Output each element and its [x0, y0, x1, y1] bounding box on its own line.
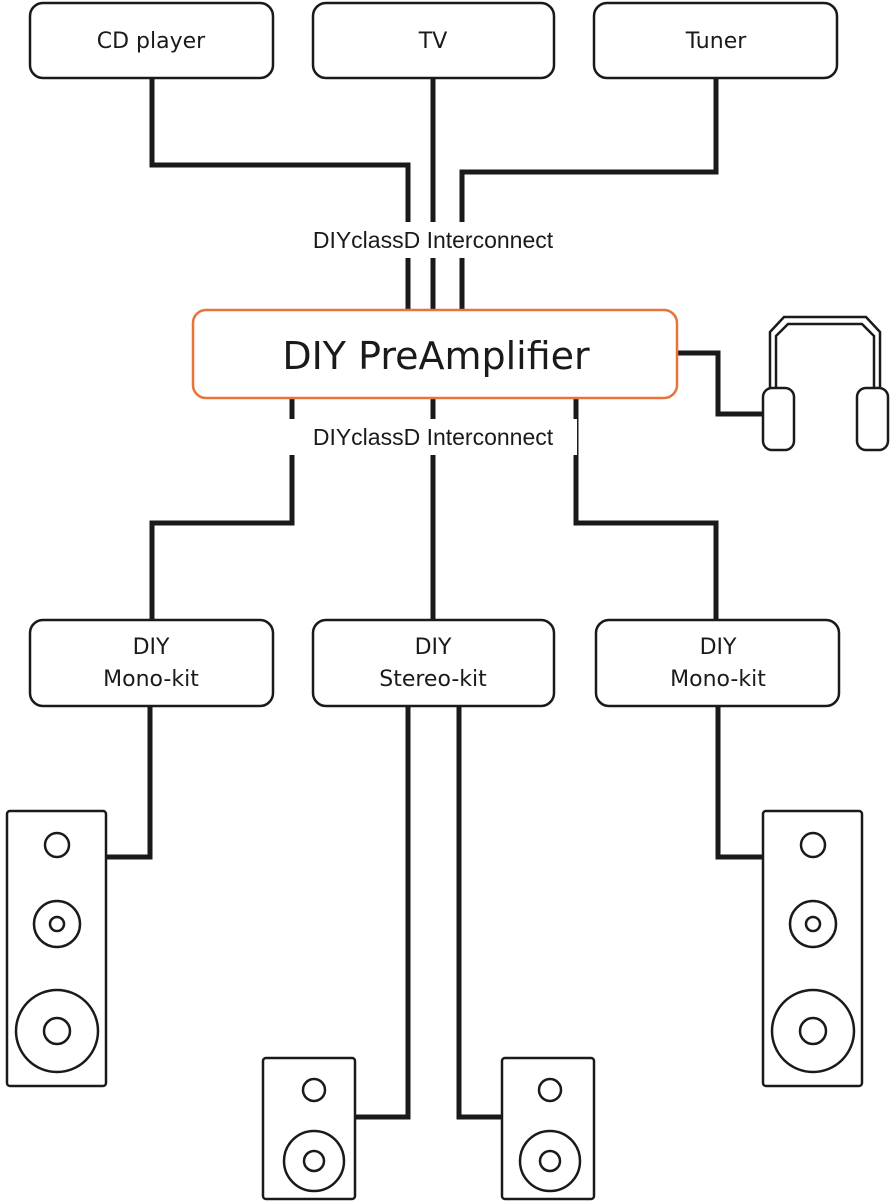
- amp-right-line1: DIY: [700, 635, 737, 660]
- speaker-icon: [261, 1056, 357, 1201]
- headphones-icon: [761, 315, 890, 452]
- preamp-label: DIY PreAmplifier: [282, 334, 590, 378]
- speaker-icon: [5, 809, 108, 1088]
- source-cd-player: CD player: [28, 1, 275, 80]
- wire-preamp-to-headphones: [677, 350, 768, 417]
- amp-center: DIY Stereo-kit: [311, 618, 556, 708]
- speaker-icon: [500, 1056, 596, 1201]
- interconnect-bottom-label: DIYclassD Interconnect: [313, 424, 554, 450]
- wire-left-amp-to-speaker: [107, 706, 153, 860]
- wire-cd-to-preamp: [149, 78, 411, 310]
- amp-center-line2: Stereo-kit: [379, 667, 487, 692]
- preamp-box: DIY PreAmplifier: [191, 308, 679, 400]
- source-tv: TV: [311, 1, 556, 80]
- tuner-label: Tuner: [685, 29, 748, 54]
- amp-right-line2: Mono-kit: [670, 667, 766, 692]
- amp-center-line1: DIY: [415, 635, 452, 660]
- tv-label: TV: [418, 29, 448, 54]
- amp-left: DIY Mono-kit: [28, 618, 275, 708]
- speaker-icon: [761, 809, 864, 1088]
- wire-center-amp-to-right-small-speaker: [456, 706, 502, 1120]
- wire-right-amp-to-speaker: [715, 706, 763, 860]
- amp-left-line2: Mono-kit: [103, 667, 199, 692]
- wire-tuner-to-preamp: [459, 78, 719, 310]
- source-tuner: Tuner: [592, 1, 839, 80]
- wire-center-amp-to-left-small-speaker: [355, 706, 411, 1120]
- cd-player-label: CD player: [97, 29, 206, 54]
- interconnect-top-label: DIYclassD Interconnect: [313, 227, 554, 253]
- wire-preamp-to-left-amp: [149, 398, 295, 620]
- wire-preamp-to-right-amp: [573, 398, 719, 620]
- amp-left-line1: DIY: [133, 635, 170, 660]
- amp-right: DIY Mono-kit: [594, 618, 841, 708]
